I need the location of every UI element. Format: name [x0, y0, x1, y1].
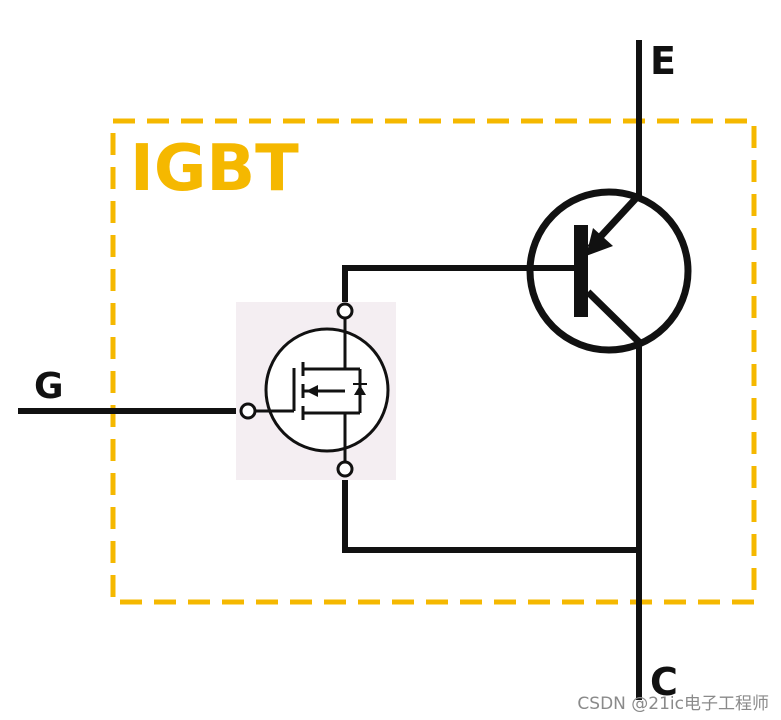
bjt-collector-lead [585, 289, 642, 345]
mosfet-to-collector-wire [342, 476, 639, 553]
gate-label: G [34, 366, 64, 407]
bjt-emitter-arrow [586, 228, 613, 256]
mosfet-body-arrow [306, 385, 318, 397]
mosfet-drain-terminal [336, 302, 354, 320]
mosfet-source-terminal [336, 460, 354, 478]
bjt-base-bar [574, 225, 588, 317]
pnp-transistor-symbol [526, 188, 692, 354]
mosfet-gate-terminal [239, 402, 257, 420]
mosfet-symbol [236, 302, 396, 480]
mosfet-diode-triangle [354, 385, 366, 395]
igbt-title: IGBT [130, 132, 299, 206]
mosfet-to-base-wire [342, 265, 578, 304]
igbt-boundary-box [110, 118, 757, 605]
emitter-label: E [650, 39, 676, 83]
csdn-watermark: CSDN @21ic电子工程师 [577, 694, 769, 714]
collector-label: C [650, 660, 678, 704]
